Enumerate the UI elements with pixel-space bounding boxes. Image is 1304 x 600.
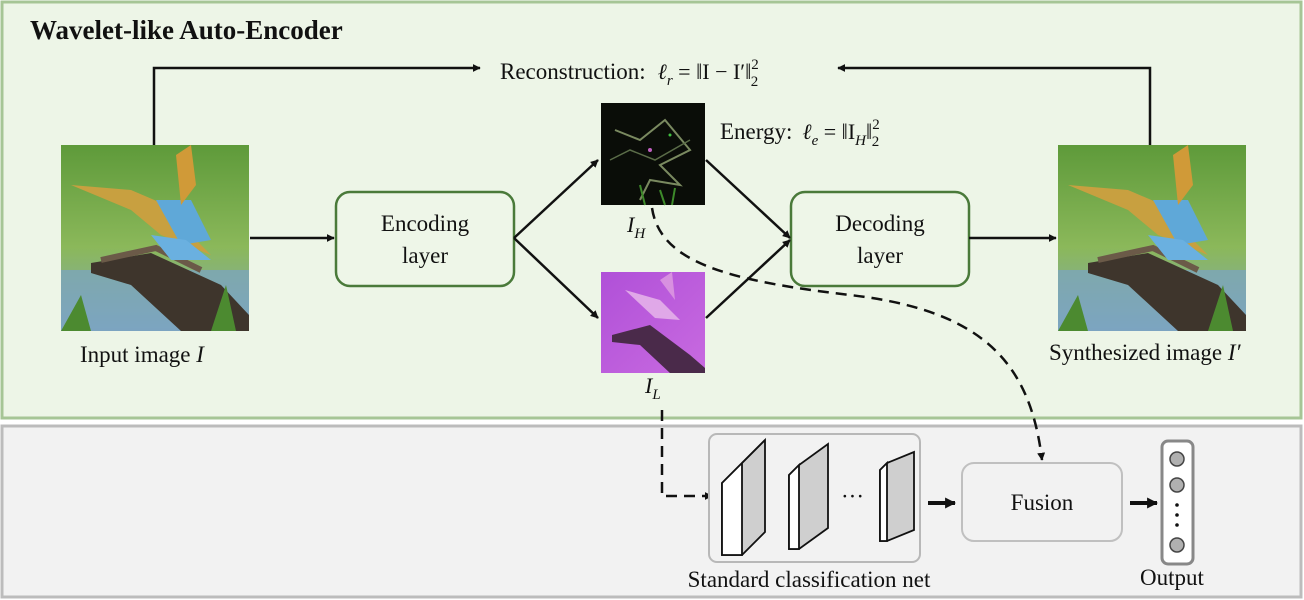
- synthesized-image: [1058, 145, 1246, 331]
- decoding-layer-label-2: layer: [857, 243, 903, 268]
- output-node-1: [1169, 451, 1185, 467]
- panel-title: Wavelet-like Auto-Encoder: [30, 15, 343, 45]
- output-dot-1: [1175, 503, 1179, 507]
- low-frequency-label: IL: [644, 373, 661, 403]
- arrow-encoder-to-high: [513, 159, 599, 239]
- synthesized-image-caption: Synthesized image I′: [1049, 340, 1242, 365]
- encoding-layer-label-1: Encoding: [381, 211, 470, 236]
- output-node-2: [1169, 477, 1185, 493]
- conv-ellipsis: ···: [841, 484, 864, 509]
- fusion-box: [961, 462, 1123, 542]
- high-frequency-image: [601, 103, 705, 206]
- fusion-label: Fusion: [1011, 490, 1074, 515]
- arrow-high-to-decoder: [705, 159, 791, 239]
- arrow-input-to-reconstruction: [152, 64, 481, 145]
- arrow-encoder-to-low: [513, 237, 599, 319]
- conv-layer-1: [721, 437, 766, 556]
- dashed-low-to-classifier: [660, 410, 713, 500]
- output-dot-3: [1175, 523, 1179, 527]
- conv-layer-2: [788, 442, 829, 550]
- decoding-layer-box: [789, 190, 971, 288]
- input-image-caption: Input image I: [80, 342, 205, 367]
- classification-net-caption: Standard classification net: [688, 567, 931, 592]
- output-box: [1160, 439, 1195, 566]
- output-dot-2: [1175, 513, 1179, 517]
- encoding-layer-label-2: layer: [402, 243, 448, 268]
- encoding-layer-box: [334, 190, 516, 288]
- arrow-synth-to-reconstruction: [837, 64, 1152, 145]
- conv-layer-3: [879, 450, 915, 542]
- output-node-3: [1169, 537, 1185, 553]
- output-caption: Output: [1140, 565, 1205, 590]
- input-image: [61, 145, 249, 331]
- low-frequency-image: [601, 272, 705, 373]
- high-frequency-label: IH: [626, 212, 646, 242]
- decoding-layer-label-1: Decoding: [835, 211, 925, 236]
